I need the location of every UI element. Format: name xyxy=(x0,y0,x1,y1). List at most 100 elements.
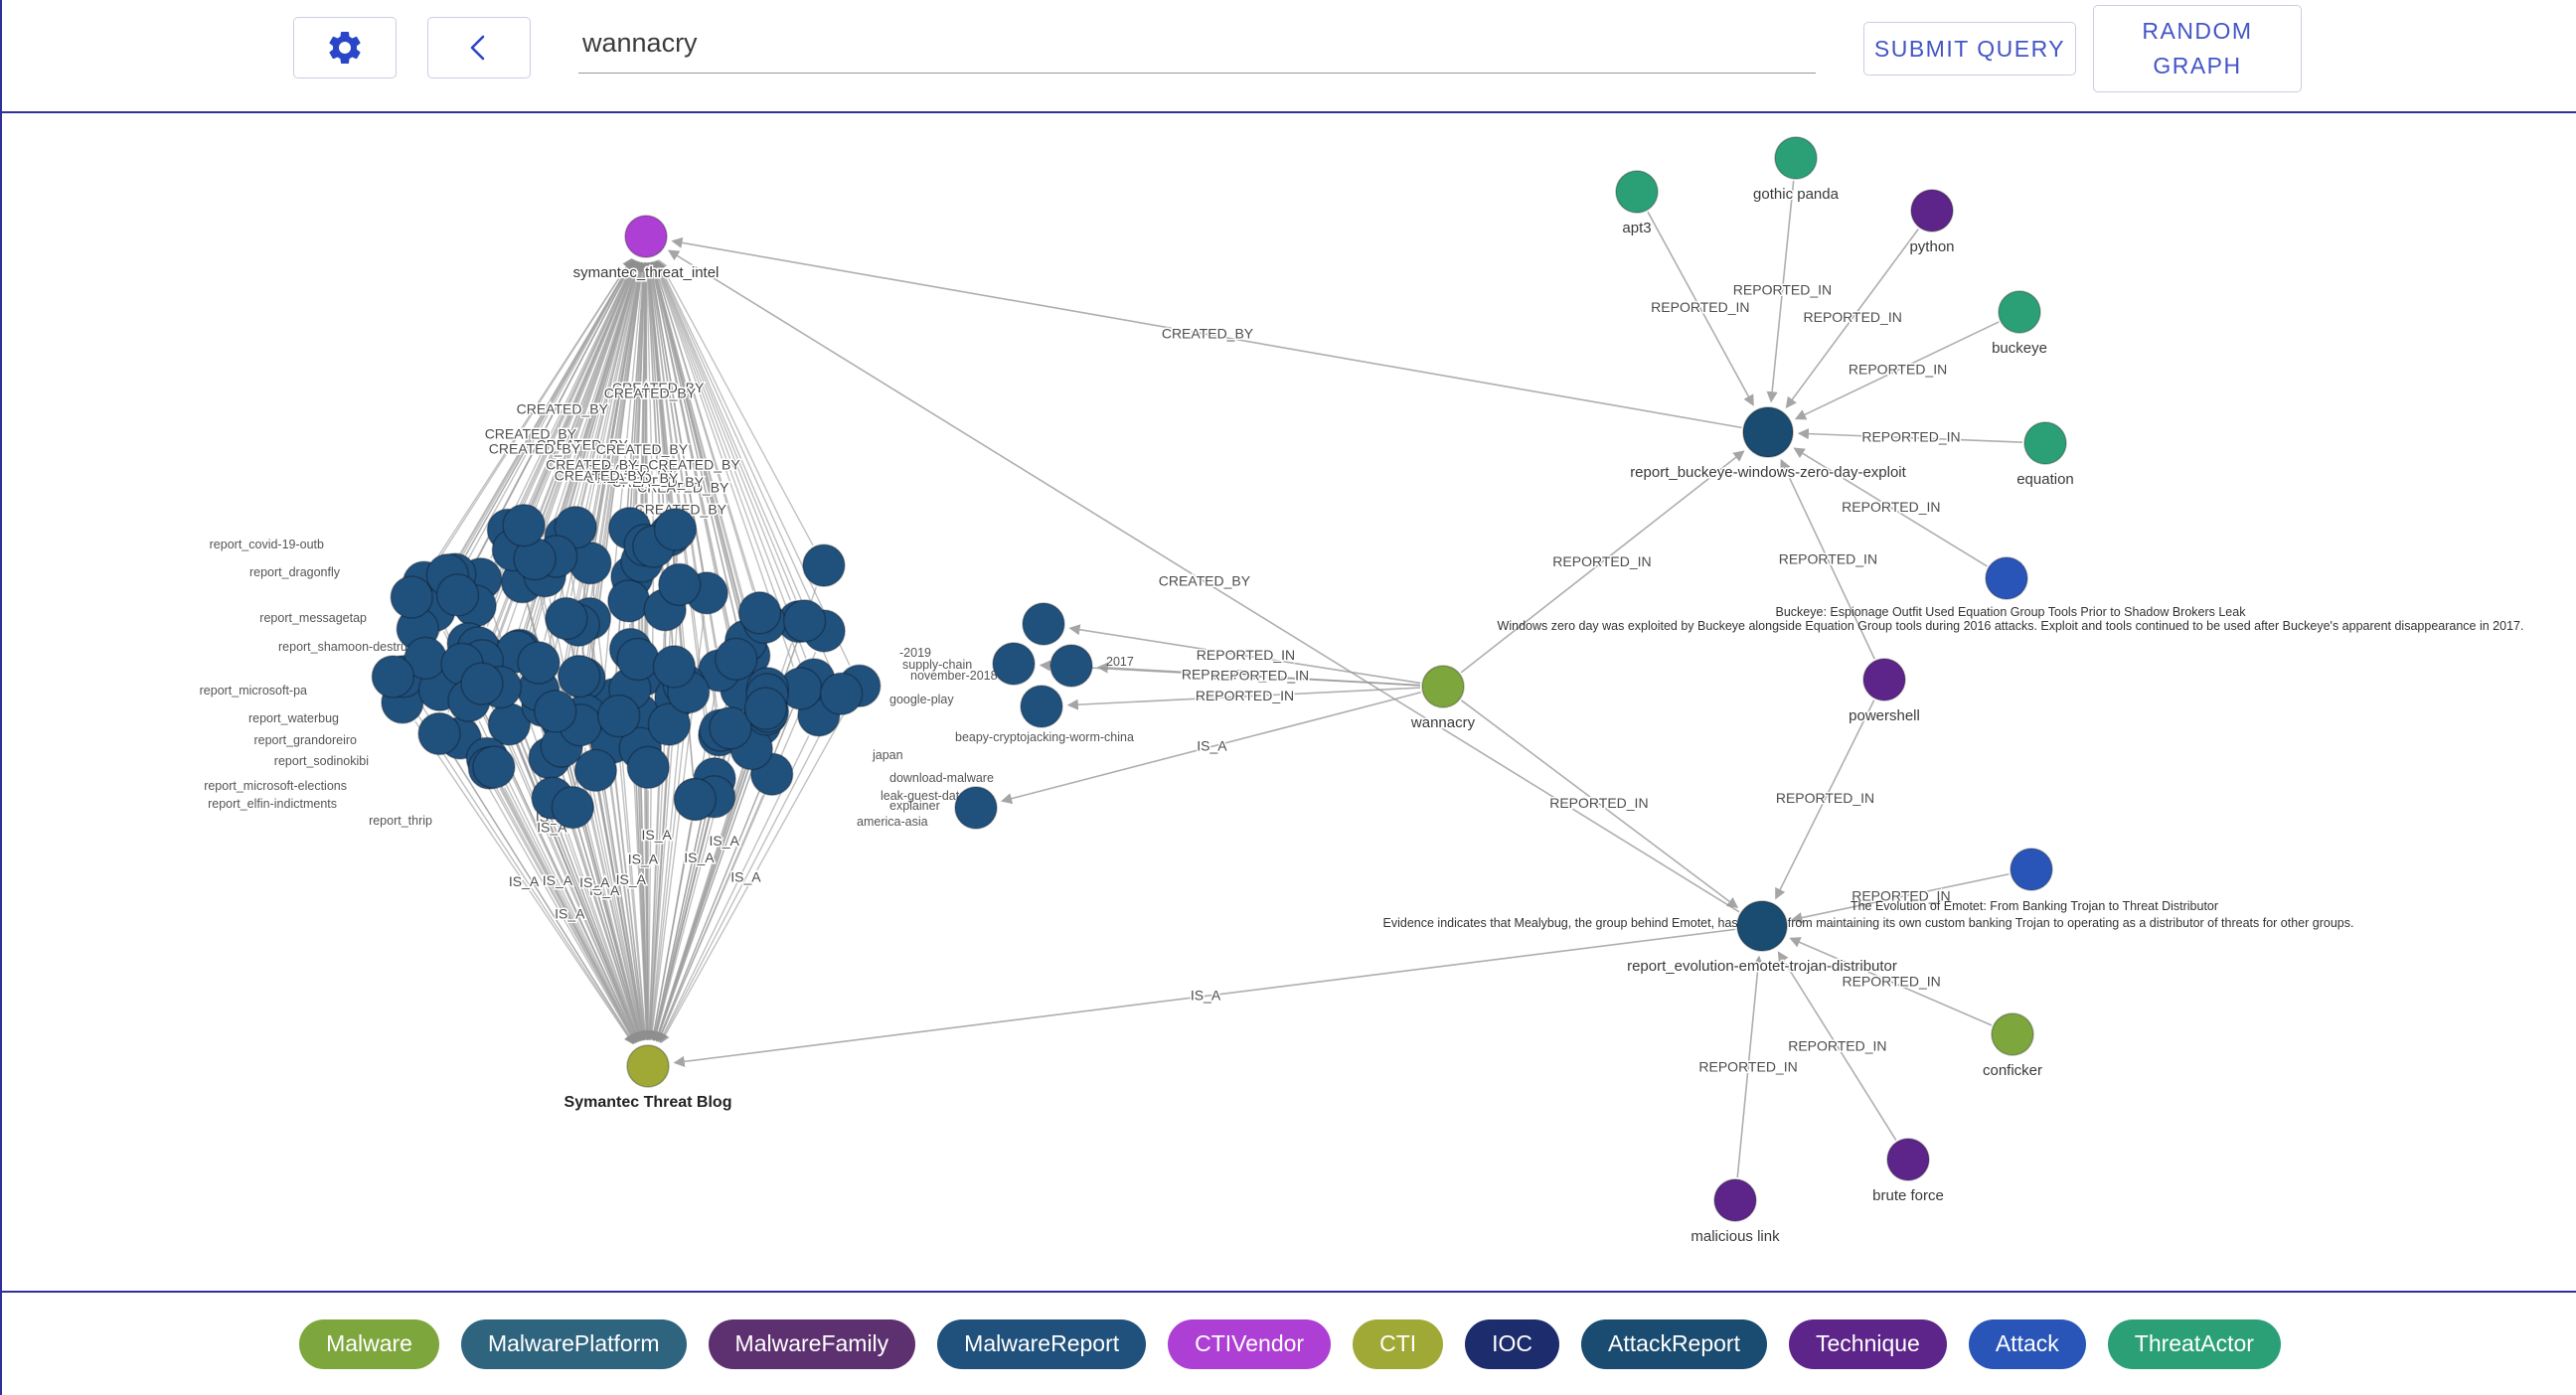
graph-edge xyxy=(1797,428,2023,443)
cluster-report-label: report_microsoft-pa xyxy=(200,684,307,698)
graph-node-report[interactable] xyxy=(573,748,618,793)
edge-label: CREATED_BY xyxy=(612,474,705,490)
graph-nodes[interactable] xyxy=(371,136,2067,1222)
graph-canvas[interactable]: CREATED_BY IS_A CREATED_BY IS_A CREATED_BY IS… xyxy=(2,113,2576,1291)
graph-node-report[interactable] xyxy=(673,777,718,822)
graph-node-report[interactable] xyxy=(819,672,864,716)
graph-node-report[interactable] xyxy=(653,508,698,551)
legend-pill-attack[interactable]: Attack xyxy=(1968,1318,2086,1369)
cluster-report-label: 2017 xyxy=(1106,655,1134,669)
graph-node-report[interactable] xyxy=(616,637,660,682)
graph-node-attack2[interactable] xyxy=(2010,848,2053,891)
graph-edge xyxy=(1789,937,1993,1026)
legend-pill-threatactor[interactable]: ThreatActor xyxy=(2107,1318,2281,1369)
graph-node-malicious_link[interactable] xyxy=(1713,1178,1757,1222)
graph-node-wr4[interactable] xyxy=(1020,685,1063,728)
graph-node-report[interactable] xyxy=(596,694,641,738)
graph-edge xyxy=(1793,447,1988,567)
graph-edge xyxy=(1794,321,2000,420)
graph-node-conficker[interactable] xyxy=(1991,1012,2034,1056)
graph-node-python[interactable] xyxy=(1910,189,1954,232)
legend-pill-malwareplatform[interactable]: MalwarePlatform xyxy=(460,1318,687,1369)
legend-pill-malwarefamily[interactable]: MalwareFamily xyxy=(708,1318,916,1369)
graph-node-report[interactable] xyxy=(626,745,670,790)
graph-node-report[interactable] xyxy=(460,662,504,705)
graph-node-wr1[interactable] xyxy=(1022,602,1065,646)
edge-label: IS_A xyxy=(710,833,740,849)
graph-edge xyxy=(673,928,1736,1067)
graph-node-report[interactable] xyxy=(782,599,827,643)
submit-query-button[interactable]: SUBMIT QUERY xyxy=(1863,22,2076,76)
graph-node-emotet_report[interactable] xyxy=(1736,900,1788,952)
graph-node-report[interactable] xyxy=(737,590,782,635)
graph-node-apt3[interactable] xyxy=(1615,170,1659,214)
graph-node-report[interactable] xyxy=(652,645,697,689)
legend-pill-malware[interactable]: Malware xyxy=(299,1318,439,1369)
graph-node-brute_force[interactable] xyxy=(1886,1138,1930,1181)
graph-node-report[interactable] xyxy=(534,690,577,733)
graph-node-vendor[interactable] xyxy=(624,215,668,258)
graph-node-wannacry[interactable] xyxy=(1421,665,1465,708)
graph-node-report[interactable] xyxy=(557,654,601,698)
graph-edge xyxy=(644,551,676,1040)
graph-edge xyxy=(541,260,639,539)
edge-label: CREATED_BY xyxy=(536,437,628,453)
settings-button[interactable] xyxy=(293,17,397,78)
graph-node-wr2[interactable] xyxy=(992,642,1036,686)
graph-node-powershell[interactable] xyxy=(1862,658,1906,701)
graph-node-report[interactable] xyxy=(709,705,752,750)
graph-edge xyxy=(619,261,649,694)
graph-node-attack1[interactable] xyxy=(1985,556,2028,600)
legend-pill-technique[interactable]: Technique xyxy=(1788,1318,1947,1369)
graph-node-buckeye[interactable] xyxy=(1998,290,2041,334)
query-input[interactable] xyxy=(578,22,1816,74)
random-graph-label-line1: RANDOM xyxy=(2142,18,2253,44)
graph-node-report[interactable] xyxy=(517,641,561,685)
graph-edge xyxy=(1460,699,1739,909)
graph-node-report[interactable] xyxy=(545,596,588,641)
graph-edge xyxy=(503,787,637,1043)
legend-pill-attackreport[interactable]: AttackReport xyxy=(1581,1318,1767,1369)
graph-node-report[interactable] xyxy=(502,503,546,547)
graph-node-report[interactable] xyxy=(607,579,651,623)
graph-node-wr5[interactable] xyxy=(954,786,998,830)
back-button[interactable] xyxy=(427,17,531,78)
report-annotation: The Evolution of Emotet: From Banking Tr… xyxy=(1851,899,2218,913)
graph-edge xyxy=(657,795,764,1043)
graph-node-report[interactable] xyxy=(371,655,415,698)
graph-node-report[interactable] xyxy=(417,711,461,756)
edge-label: CREATED_BY xyxy=(648,457,740,473)
graph-edge-labels: CREATED_BY IS_A CREATED_BY IS_A CREATED_BY IS… xyxy=(483,280,1962,1076)
graph-edge xyxy=(504,682,641,1042)
cluster-report-label: report_waterbug xyxy=(248,711,339,725)
graph-node-report[interactable] xyxy=(714,637,758,682)
graph-node-report[interactable] xyxy=(390,575,433,619)
graph-node-report[interactable] xyxy=(435,573,480,617)
legend-pill-ctivendor[interactable]: CTIVendor xyxy=(1168,1318,1332,1369)
graph-node-report[interactable] xyxy=(802,543,846,587)
graph-node-report[interactable] xyxy=(472,745,516,789)
graph-node-report[interactable] xyxy=(551,785,595,830)
graph-node-gothic_panda[interactable] xyxy=(1774,136,1818,180)
graph-node-report[interactable] xyxy=(647,702,692,746)
random-graph-button[interactable]: RANDOM GRAPH xyxy=(2093,5,2302,92)
graph-edge xyxy=(656,259,816,611)
cluster-report-label: report_grandoreiro xyxy=(253,733,357,747)
graph-node-buckeye_report[interactable] xyxy=(1742,406,1794,458)
legend-pill-malwarereport[interactable]: MalwareReport xyxy=(937,1318,1147,1369)
edge-label: IS_A xyxy=(555,905,585,921)
graph-node-report[interactable] xyxy=(657,562,702,607)
edge-label: REPORTED_IN xyxy=(1552,553,1651,569)
edge-label: IS_A xyxy=(1197,737,1227,753)
node-label: report_evolution-emotet-trojan-distribut… xyxy=(1627,958,1897,975)
graph-node-equation[interactable] xyxy=(2023,421,2067,465)
graph-node-report[interactable] xyxy=(743,687,788,730)
graph-edge xyxy=(458,258,633,556)
graph-node-wr3[interactable] xyxy=(1049,644,1093,688)
graph-edge xyxy=(655,260,797,600)
graph-node-blog[interactable] xyxy=(626,1044,670,1088)
legend-pill-cti[interactable]: CTI xyxy=(1353,1318,1444,1369)
cluster-report-label: report_thrip xyxy=(369,814,432,828)
legend-pill-ioc[interactable]: IOC xyxy=(1465,1318,1560,1369)
graph-edge xyxy=(619,738,650,1041)
